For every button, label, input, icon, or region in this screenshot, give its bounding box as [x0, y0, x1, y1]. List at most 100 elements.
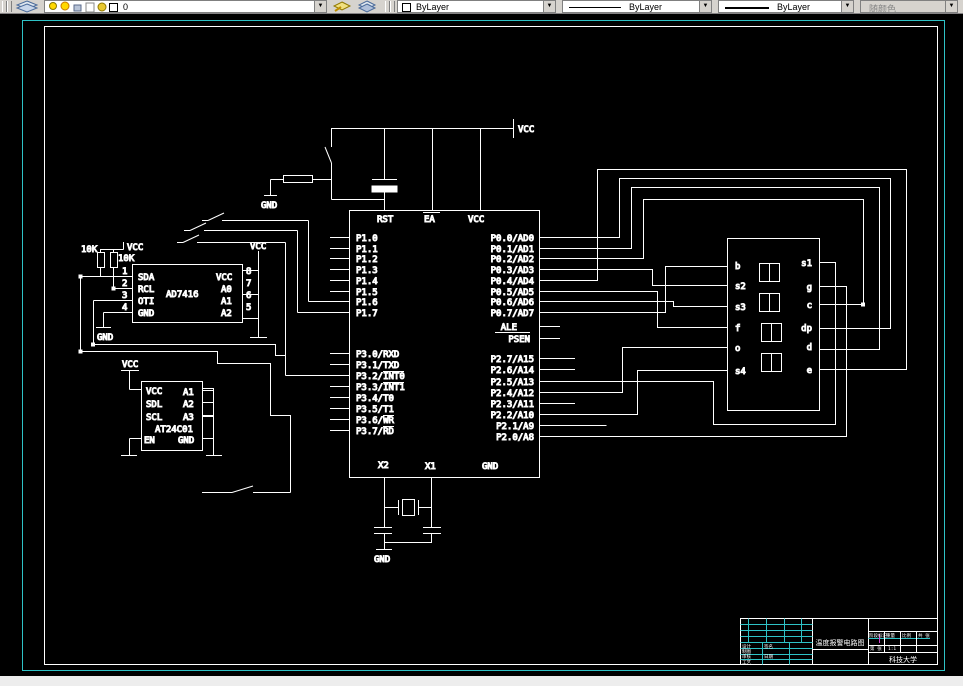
- i2c-wires: [80, 344, 291, 493]
- chip-pin-label: VCC: [216, 273, 232, 283]
- linetype-combo[interactable]: ByLayer ▼: [562, 0, 712, 13]
- mcu-pin-label: P1.7: [356, 309, 378, 319]
- chip-name: AD7416: [166, 290, 199, 300]
- mcu-pin-label: P1.4: [356, 277, 378, 287]
- wire-o: [560, 347, 728, 393]
- vcc-label: VCC: [518, 125, 534, 135]
- tb-label: 比例: [902, 632, 911, 639]
- layers-button[interactable]: [13, 0, 41, 13]
- mcu-pin-label: ALE: [501, 323, 517, 333]
- lineweight-sample: [725, 7, 769, 9]
- pin-number: 1: [122, 267, 127, 277]
- tb-label: 共 张: [918, 632, 930, 639]
- chip-pin-label: RCL: [138, 285, 154, 295]
- chip-pin-label: SDA: [138, 273, 155, 283]
- layer-previous-button[interactable]: [356, 0, 378, 13]
- wire-g: [560, 286, 847, 437]
- linetype-value: ByLayer: [629, 2, 663, 12]
- mcu-pin-label: P3.4/T0: [356, 394, 394, 404]
- chip-name: AT24C01: [155, 425, 193, 435]
- mcu-pin-label: P1.3: [356, 266, 378, 276]
- layer-combo-arrow[interactable]: ▼: [314, 1, 326, 12]
- crystal-circuit: GND: [374, 477, 441, 566]
- conn-pin-label: c: [807, 301, 812, 311]
- cylinder-icon: [97, 2, 107, 12]
- chip-pin-label: GND: [138, 309, 154, 319]
- layer-combo[interactable]: 0 ▼: [44, 0, 327, 13]
- chip-pin-label: EN: [144, 436, 155, 446]
- toolbar-grip[interactable]: [2, 1, 7, 12]
- drawing-canvas[interactable]: VCC GND RST EA VCC P1.0: [0, 14, 963, 676]
- layers-icon: [15, 0, 39, 13]
- lineweight-combo-arrow[interactable]: ▼: [841, 1, 853, 12]
- vcc-label: VCC: [127, 243, 143, 253]
- tb-label: 1:1: [888, 646, 896, 652]
- mcu-pin-label: EA: [424, 215, 435, 225]
- mcu-pin-label: P3.0/RXD: [356, 350, 399, 360]
- pin-number: 3: [122, 291, 127, 301]
- toolbar-grip[interactable]: [390, 1, 395, 12]
- chip-pin-label: OTI: [138, 297, 154, 307]
- vcc-label: VCC: [122, 360, 138, 370]
- plotstyle-value: 随颜色: [869, 5, 897, 15]
- wire-f: [560, 291, 728, 328]
- mcu-pin-label: VCC: [468, 215, 484, 225]
- linetype-sample: [569, 7, 621, 8]
- conn-pin-label: s4: [735, 367, 746, 377]
- sun-icon: [60, 1, 70, 11]
- layer-color-chip: [109, 3, 118, 12]
- conn-pin-label: s3: [735, 303, 746, 313]
- mcu-pin-label: P1.5: [356, 288, 378, 298]
- color-combo[interactable]: ByLayer ▼: [397, 0, 556, 13]
- mcu-8051: RST EA VCC P1.0 P1.1 P1.2 P1.3 P1.4 P1.5…: [330, 210, 607, 478]
- mcu-pin-label: X2: [378, 461, 389, 471]
- display-connector: b s2 s3 f o s4 s1 g c dp d e: [727, 238, 820, 411]
- chip-pin-label: SCL: [146, 413, 162, 423]
- tb-label: 阶段标记: [869, 632, 887, 639]
- tb-label: 第 张: [870, 645, 882, 652]
- pin-number: 2: [122, 279, 127, 289]
- drawing-title: 温度报警电路图: [816, 638, 865, 647]
- mcu-pin-label: P3.6/WR: [356, 416, 395, 426]
- resistor-value: 10K: [81, 245, 98, 255]
- mcu-pin-label: P0.5/AD5: [491, 288, 534, 298]
- color-chip: [402, 3, 411, 12]
- make-layer-current-button[interactable]: [331, 0, 353, 13]
- toolbar-grip[interactable]: [7, 1, 12, 12]
- mcu-pin-label: PSEN: [508, 335, 530, 345]
- tb-label: 工艺: [742, 660, 751, 666]
- mcu-pin-label: P2.4/A12: [491, 389, 534, 399]
- plotstyle-combo[interactable]: 随颜色 ▼: [860, 0, 958, 15]
- wire-b: [560, 266, 728, 313]
- mcu-pin-label: P2.5/A13: [491, 378, 534, 388]
- org-name: 科技大学: [889, 655, 917, 664]
- mcu-pin-label: P0.7/AD7: [491, 309, 534, 319]
- toolbar-grip[interactable]: [385, 1, 390, 12]
- mcu-pin-label: P2.0/A8: [496, 433, 534, 443]
- pin-number: 5: [246, 303, 251, 313]
- conn-pin-label: s1: [801, 259, 812, 269]
- lineweight-value: ByLayer: [777, 2, 811, 12]
- linetype-combo-arrow[interactable]: ▼: [699, 1, 711, 12]
- mcu-pin-label: P3.5/T1: [356, 405, 394, 415]
- mcu-pin-label: P2.1/A9: [496, 422, 534, 432]
- conn-pin-label: dp: [801, 324, 812, 334]
- plot-icon: [85, 2, 95, 12]
- chip-pin-label: VCC: [146, 387, 162, 397]
- lineweight-combo[interactable]: ByLayer ▼: [718, 0, 854, 13]
- color-combo-arrow[interactable]: ▼: [543, 1, 555, 12]
- make-current-icon: [332, 1, 352, 12]
- key-switches: [177, 212, 350, 376]
- mcu-pin-label: P3.7/RD: [356, 427, 394, 437]
- at24c01-eeprom: VCC SDL SCL EN A1 A2 A3 GND AT24C01 VCC: [121, 360, 222, 456]
- color-value: ByLayer: [416, 2, 450, 12]
- mcu-pin-label: X1: [425, 462, 436, 472]
- mcu-pin-label: P0.0/AD0: [491, 234, 534, 244]
- pin-number: 4: [122, 303, 127, 313]
- tb-label: 设计: [742, 643, 751, 650]
- plotstyle-combo-arrow: ▼: [945, 1, 957, 12]
- gnd-label: GND: [261, 201, 277, 211]
- vcc-label: VCC: [250, 242, 266, 252]
- tb-label: 签名: [764, 643, 773, 650]
